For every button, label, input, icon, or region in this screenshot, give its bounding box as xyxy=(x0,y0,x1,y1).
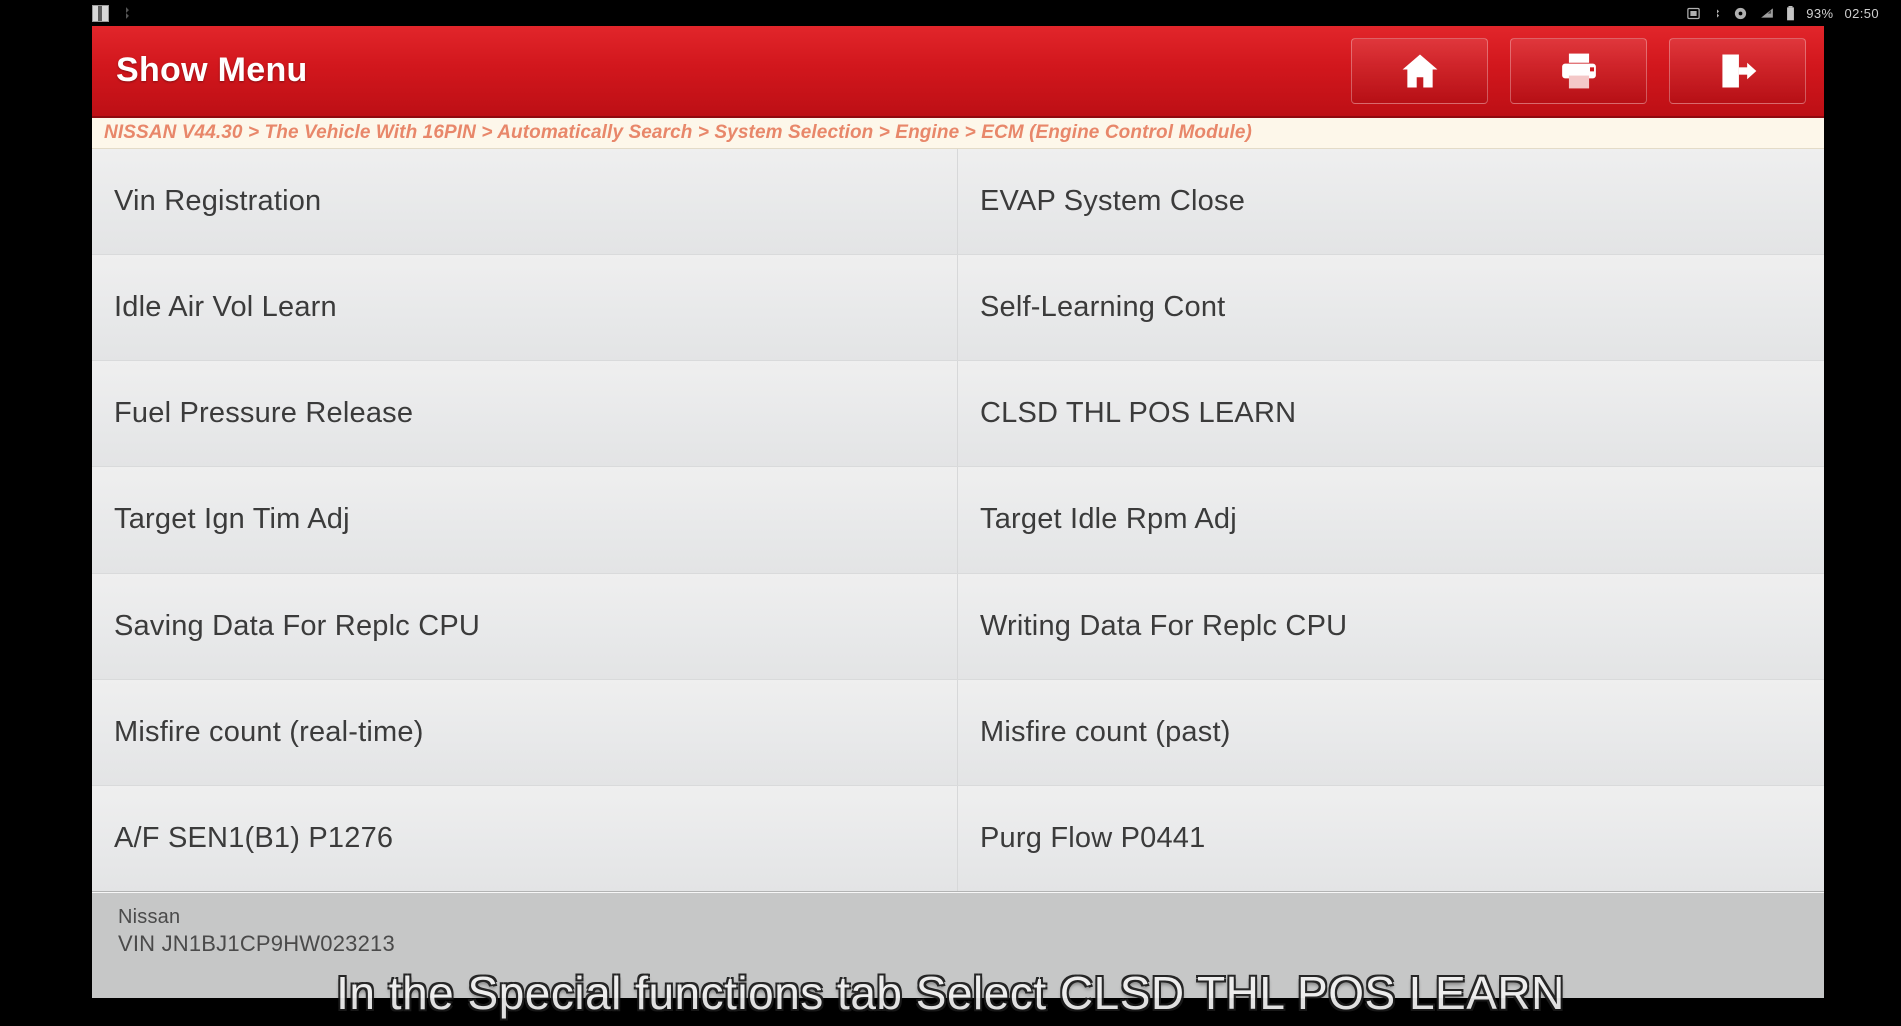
app-header-bar: Show Menu xyxy=(92,25,1824,118)
home-button[interactable] xyxy=(1351,37,1488,104)
menu-item-target-ign-tim-adj[interactable]: Target Ign Tim Adj xyxy=(92,467,958,573)
print-button[interactable] xyxy=(1510,37,1647,104)
vehicle-make: Nissan xyxy=(118,906,181,928)
menu-item-purg-flow-p0441[interactable]: Purg Flow P0441 xyxy=(958,785,1824,891)
special-functions-menu-grid: Vin Registration EVAP System Close Idle … xyxy=(92,149,1824,894)
menu-item-label: Vin Registration xyxy=(114,185,322,218)
menu-item-label: Misfire count (past) xyxy=(980,715,1231,748)
menu-item-self-learning-cont[interactable]: Self-Learning Cont xyxy=(958,255,1824,361)
status-bar-left-icons xyxy=(92,4,133,22)
menu-item-misfire-count-past[interactable]: Misfire count (past) xyxy=(958,679,1824,785)
menu-item-label: Target Idle Rpm Adj xyxy=(980,503,1237,536)
caption-scrim xyxy=(0,998,1901,1026)
menu-item-label: Saving Data For Replc CPU xyxy=(114,609,481,642)
menu-item-label: Misfire count (real-time) xyxy=(114,715,424,748)
menu-item-evap-system-close[interactable]: EVAP System Close xyxy=(958,149,1824,255)
sim-card-icon xyxy=(92,4,109,22)
menu-item-vin-registration[interactable]: Vin Registration xyxy=(92,149,958,255)
menu-item-label: EVAP System Close xyxy=(980,185,1246,218)
vehicle-vin: VIN JN1BJ1CP9HW023213 xyxy=(118,931,395,956)
menu-item-label: Writing Data For Replc CPU xyxy=(980,609,1348,642)
menu-item-af-sen1-b1-p1276[interactable]: A/F SEN1(B1) P1276 xyxy=(92,785,958,891)
menu-row: Fuel Pressure Release CLSD THL POS LEARN xyxy=(92,361,1824,469)
menu-row: Vin Registration EVAP System Close xyxy=(92,149,1824,257)
header-action-buttons xyxy=(1351,37,1806,104)
menu-item-clsd-thl-pos-learn[interactable]: CLSD THL POS LEARN xyxy=(958,361,1824,467)
menu-item-label: CLSD THL POS LEARN xyxy=(980,397,1297,430)
menu-item-saving-data-for-replc-cpu[interactable]: Saving Data For Replc CPU xyxy=(92,573,958,679)
exit-icon xyxy=(1715,49,1761,93)
menu-item-label: Self-Learning Cont xyxy=(980,291,1226,324)
android-status-bar: 93% 02:50 xyxy=(0,0,1901,26)
menu-item-idle-air-vol-learn[interactable]: Idle Air Vol Learn xyxy=(92,255,958,361)
menu-item-target-idle-rpm-adj[interactable]: Target Idle Rpm Adj xyxy=(958,467,1824,573)
home-icon xyxy=(1397,49,1443,93)
screenshot-icon xyxy=(1687,7,1700,19)
menu-item-misfire-count-real-time[interactable]: Misfire count (real-time) xyxy=(92,679,958,785)
menu-row: Target Ign Tim Adj Target Idle Rpm Adj xyxy=(92,467,1824,575)
menu-item-label: Purg Flow P0441 xyxy=(980,821,1206,854)
exit-button[interactable] xyxy=(1669,37,1806,104)
menu-row: A/F SEN1(B1) P1276 Purg Flow P0441 xyxy=(92,785,1824,894)
menu-item-label: Fuel Pressure Release xyxy=(114,397,414,430)
page-title: Show Menu xyxy=(116,51,308,89)
breadcrumb-path: NISSAN V44.30 > The Vehicle With 16PIN >… xyxy=(104,122,1252,143)
menu-item-label: Idle Air Vol Learn xyxy=(114,291,337,324)
menu-item-fuel-pressure-release[interactable]: Fuel Pressure Release xyxy=(92,361,958,467)
bluetooth-icon xyxy=(1717,8,1720,18)
menu-row: Idle Air Vol Learn Self-Learning Cont xyxy=(92,255,1824,363)
bluetooth-off-icon xyxy=(126,7,129,19)
menu-item-writing-data-for-replc-cpu[interactable]: Writing Data For Replc CPU xyxy=(958,573,1824,679)
breadcrumb: NISSAN V44.30 > The Vehicle With 16PIN >… xyxy=(92,118,1824,149)
signal-icon xyxy=(1761,8,1774,18)
battery-percentage: 93% xyxy=(1806,5,1834,21)
status-bar-right-icons: 93% 02:50 xyxy=(1686,5,1879,21)
usb-debug-icon xyxy=(1735,7,1747,19)
menu-row: Saving Data For Replc CPU Writing Data F… xyxy=(92,573,1824,681)
diagnostic-app-window: Show Menu xyxy=(92,25,1824,1000)
menu-item-label: Target Ign Tim Adj xyxy=(114,503,350,536)
battery-icon xyxy=(1787,5,1795,20)
vehicle-info-footer: Nissan VIN JN1BJ1CP9HW023213 xyxy=(92,891,1824,1000)
status-bar-clock: 02:50 xyxy=(1844,5,1879,21)
menu-row: Misfire count (real-time) Misfire count … xyxy=(92,679,1824,787)
menu-item-label: A/F SEN1(B1) P1276 xyxy=(114,821,394,854)
printer-icon xyxy=(1557,49,1601,93)
